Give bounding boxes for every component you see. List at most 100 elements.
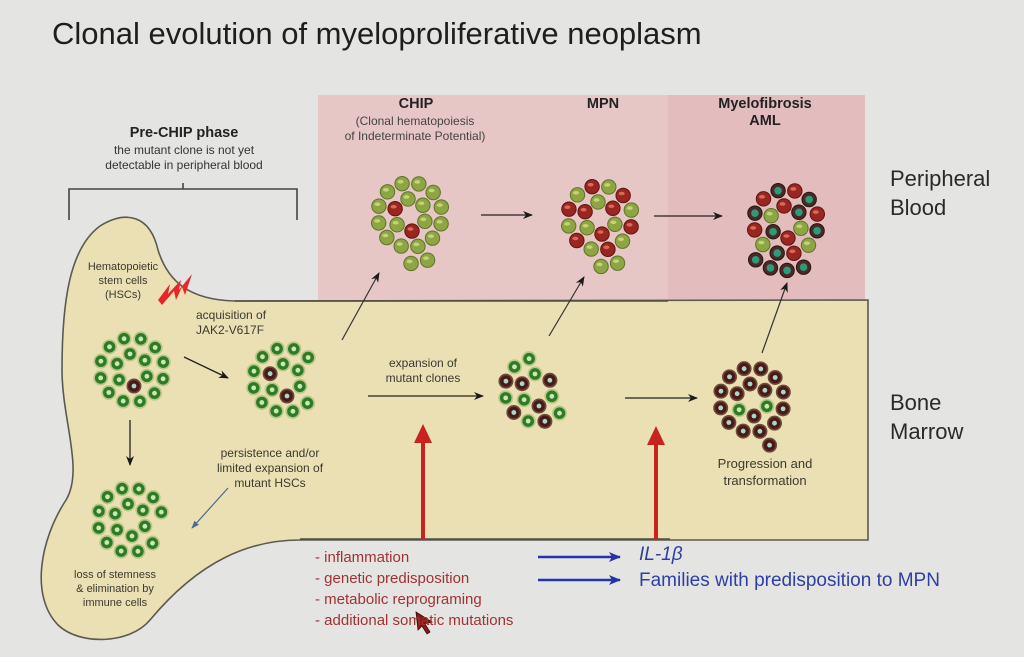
loss-cell-healthy [135, 502, 151, 518]
expansion-cell-healthy [544, 388, 560, 404]
progression-cell-mutant [742, 376, 758, 392]
progression-cell-mutant [735, 423, 751, 439]
persistence-cell-healthy [246, 363, 262, 379]
progression-label: Progression and transformation [695, 455, 835, 489]
loss-label-2: & elimination by [76, 583, 154, 595]
mpn-blood-cell-normal [609, 255, 626, 271]
chip-blood-cell-normal [417, 213, 433, 229]
expansion-cell-healthy [498, 390, 514, 406]
progression-cell-healthy [759, 398, 775, 414]
loss-label: loss of stemness & elimination by immune… [60, 568, 170, 610]
expansion-cell-healthy [506, 359, 522, 375]
arrow-to-loss-from-persistence [191, 487, 229, 529]
mpn-blood-cell-mutant [623, 219, 639, 235]
marrow-label-1: Bone [890, 390, 942, 415]
progression-cell-mutant [775, 401, 791, 417]
hsc-initial-cell-healthy [101, 385, 117, 401]
aml-blood-cell-normal [755, 236, 771, 253]
expansion-cell-healthy [521, 351, 537, 367]
mpn-blood-cell-mutant [600, 241, 616, 258]
aml-blood-cell-normal [793, 220, 809, 236]
persistence-label: persistence and/or limited expansion of … [200, 446, 340, 491]
expansion-cell-healthy [552, 405, 568, 421]
loss-cell-healthy [153, 504, 169, 520]
hsc-label-3: (HSCs) [104, 289, 142, 301]
progression-label-1: Progression and [717, 456, 813, 471]
hsc-initial-cell-healthy [93, 370, 109, 386]
expansion-label-1: expansion of [388, 356, 458, 370]
chip-blood-cell-normal [419, 252, 436, 268]
chip-blood-cell-normal [403, 255, 419, 272]
progression-cell-mutant [752, 423, 768, 439]
progression-cell-mutant [713, 383, 729, 399]
factor-additional-somatic-mutations: - additional somatic mutations [315, 612, 514, 629]
mouse-cursor-icon [415, 611, 433, 635]
stress-arrow-2 [647, 426, 665, 540]
persistence-cell-healthy [264, 382, 280, 398]
chip-blood-cell-normal [394, 175, 410, 192]
loss-cell-healthy [137, 518, 153, 534]
expansion-label: expansion of mutant clones [368, 356, 478, 386]
progression-cell-mutant [736, 361, 752, 377]
persistence-cell-healthy [300, 395, 316, 411]
progression-cell-mutant [713, 400, 729, 416]
peripheral-blood-label: Peripheral Blood [890, 164, 990, 222]
aml-title: AML [749, 113, 781, 129]
progression-cell-mutant [753, 361, 769, 377]
aml-blood-cell-mutant [746, 222, 763, 238]
progression-cell-mutant [746, 408, 762, 424]
mpn-blood-cell-normal [607, 216, 623, 232]
mpn-blood-cell-normal [601, 179, 617, 195]
mpn-blood-cell-normal [560, 218, 577, 234]
mpn-blood-cell-normal [583, 241, 599, 257]
arrow-marrow-to-blood-mpn [548, 276, 585, 337]
persistence-cell-healthy [269, 341, 285, 357]
loss-cell-healthy [131, 481, 147, 497]
persistence-cell-healthy [285, 403, 301, 419]
aml-blood-cell-mutant [809, 206, 826, 222]
progression-label-2: transformation [723, 473, 807, 488]
hsc-initial-cell-healthy [139, 368, 155, 384]
hsc-initial-cell-healthy [132, 393, 148, 409]
hsc-initial-cell-healthy [109, 356, 125, 372]
mpn-blood-cell-mutant [605, 200, 621, 216]
hsc-initial-cell-healthy [137, 352, 153, 368]
arrow-marrow-to-blood-aml [761, 282, 788, 354]
loss-cell-healthy [99, 535, 115, 551]
expansion-cell-mutant [506, 405, 522, 421]
hsc-initial-cell-healthy [133, 331, 149, 347]
aml-blood-cell-mutant [755, 191, 772, 207]
acquisition-label: acquisition of JAK2-V617F [196, 308, 266, 338]
expansion-cell-healthy [516, 392, 532, 408]
loss-cell-healthy [114, 481, 130, 497]
persistence-cell-healthy [286, 341, 302, 357]
peripheral-label-1: Peripheral [890, 166, 991, 191]
hsc-initial-cell-healthy [111, 372, 127, 388]
loss-cell-healthy [124, 528, 140, 544]
loss-label-3: immune cells [82, 597, 148, 609]
loss-cell-healthy [91, 520, 107, 536]
hsc-initial-cell-healthy [147, 339, 163, 355]
mpn-blood-cell-mutant [594, 226, 610, 242]
loss-cell-healthy [113, 543, 129, 559]
expansion-cell-healthy [520, 413, 536, 429]
aml-blood-cell-blast [809, 223, 825, 239]
factor-inflammation: - inflammation [315, 549, 410, 566]
pre-chip-bracket [68, 183, 298, 220]
aml-blood-cell-blast [762, 260, 779, 276]
peripheral-blood-region-chip-mpn [318, 95, 668, 300]
loss-cell-healthy [107, 506, 123, 522]
hsc-initial-cell-healthy [93, 353, 109, 369]
progression-cell-mutant [767, 369, 783, 385]
aml-blood-cell-mutant [780, 230, 796, 246]
expansion-cell-mutant [514, 376, 530, 392]
stress-arrow-1 [414, 424, 432, 540]
chip-blood-cell-normal [370, 215, 387, 231]
factor-genetic-predisposition: - genetic predisposition [315, 570, 470, 587]
loss-cell-healthy [120, 496, 136, 512]
chip-blood-cell-normal [379, 229, 395, 246]
hsc-initial-cell-healthy [147, 385, 163, 401]
hsc-label-1: Hematopoietic [87, 261, 159, 273]
aml-blood-cell-mutant [776, 198, 792, 214]
progression-cell-mutant [721, 369, 737, 385]
